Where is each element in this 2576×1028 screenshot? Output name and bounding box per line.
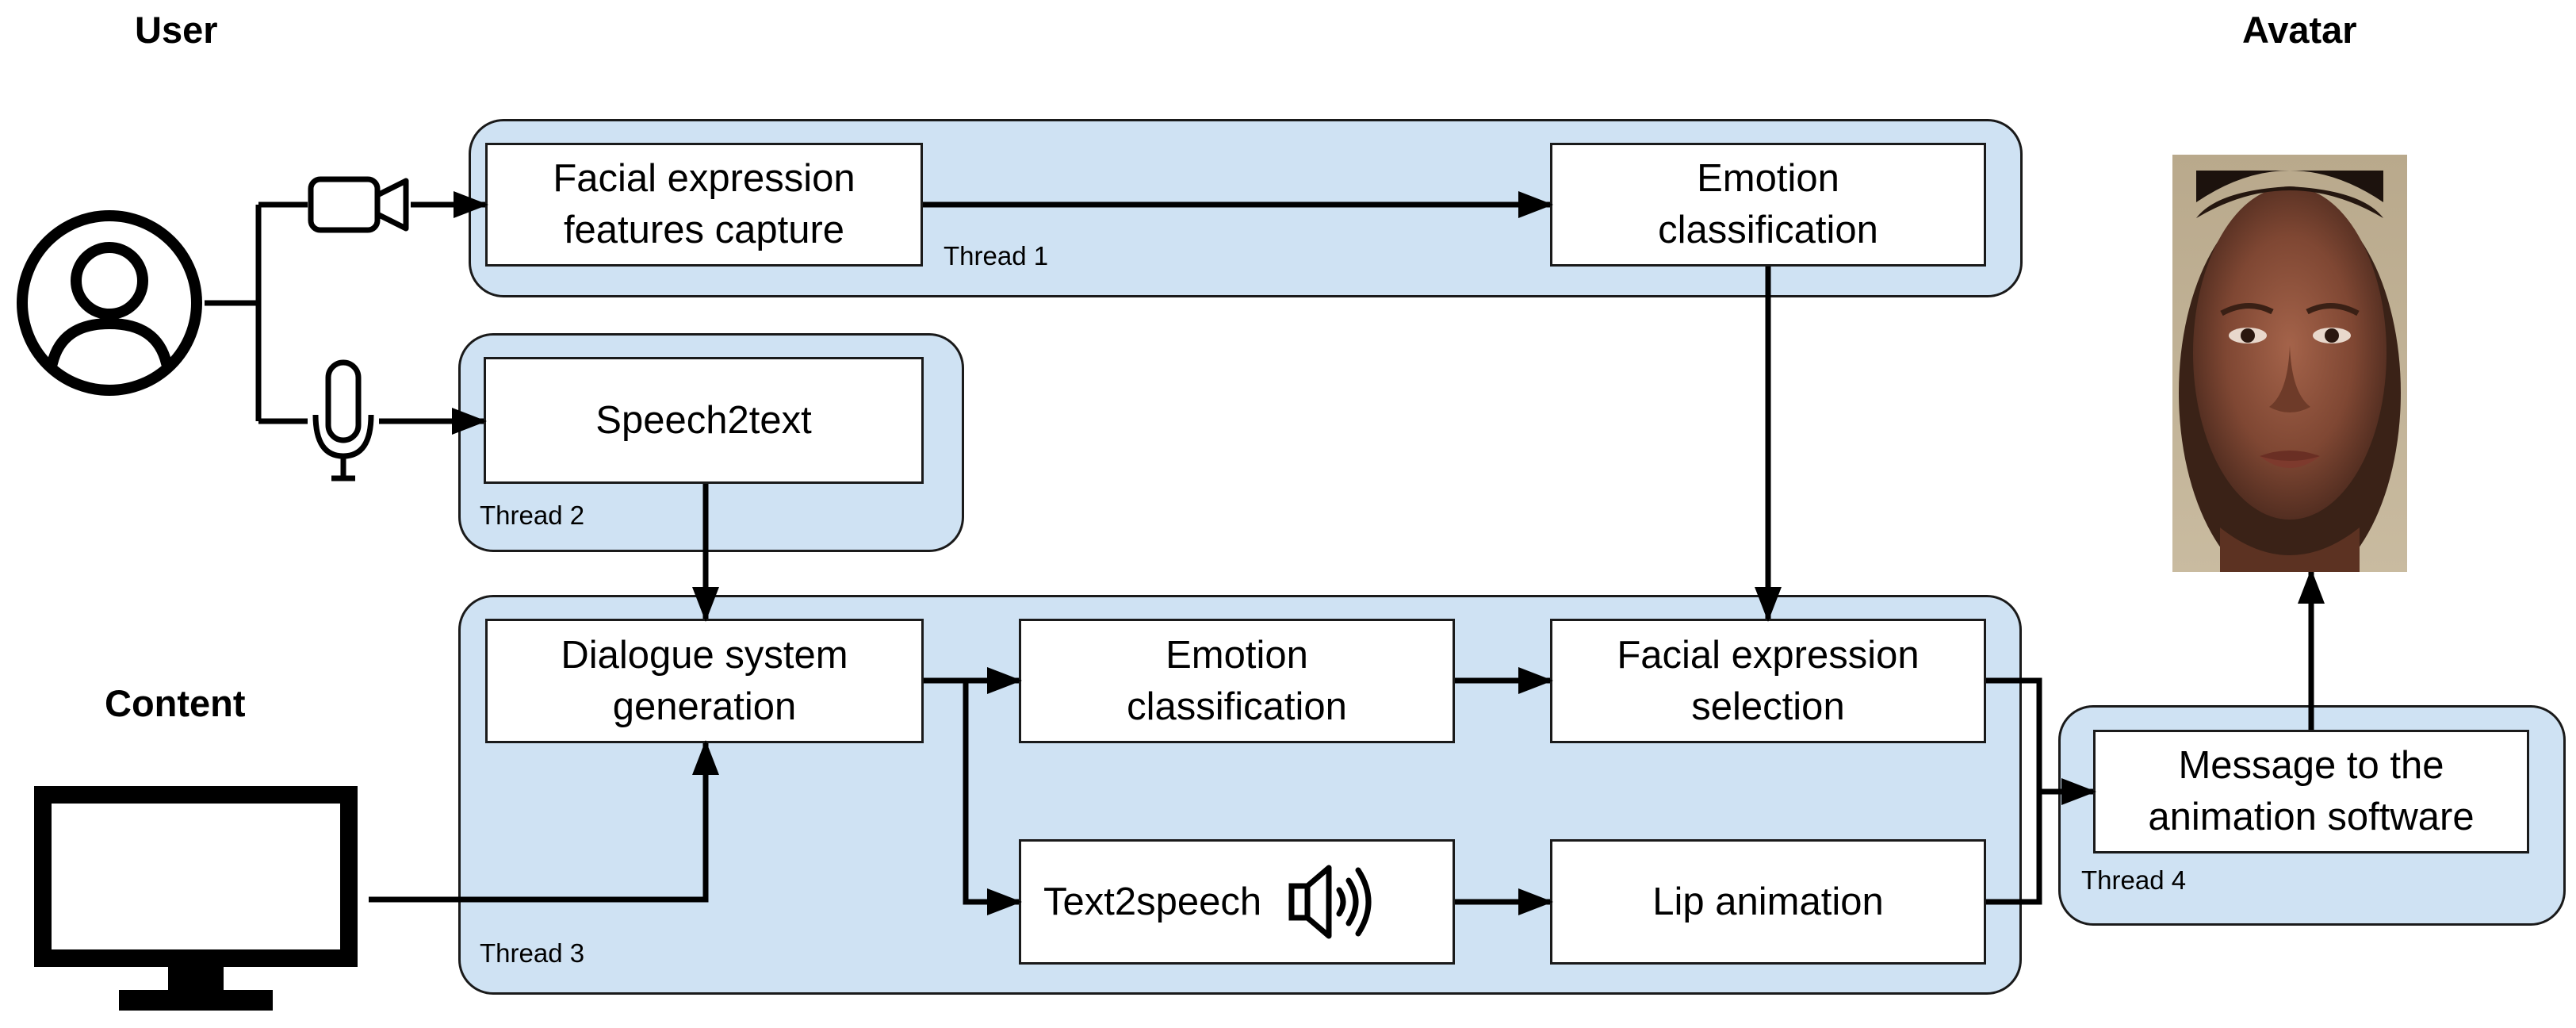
lip-animation-box: Lip animation bbox=[1550, 839, 1986, 965]
facial-expression-capture-label: Facial expression features capture bbox=[553, 157, 855, 251]
thread-2-label: Thread 2 bbox=[480, 501, 585, 530]
dialogue-system-generation-box: Dialogue system generation bbox=[485, 619, 924, 743]
text2speech-box: Text2speech bbox=[1019, 839, 1455, 965]
thread-1-label: Thread 1 bbox=[944, 241, 1049, 270]
message-to-animation-software-box: Message to the animation software bbox=[2093, 730, 2529, 853]
user-icon bbox=[17, 210, 202, 396]
dialogue-to-text2speech-arrow bbox=[963, 681, 1022, 915]
emotion-classification-top-label: Emotion classification bbox=[1658, 157, 1878, 251]
facial-expression-capture-box: Facial expression features capture bbox=[485, 143, 923, 267]
facial-selection-to-message-line bbox=[1986, 677, 2042, 905]
thread-3-label: Thread 3 bbox=[480, 938, 585, 968]
facial-expression-selection-label: Facial expression selection bbox=[1617, 633, 1920, 728]
monitor-to-dialogue-arrow bbox=[369, 740, 719, 903]
message-to-animation-software-label: Message to the animation software bbox=[2148, 744, 2475, 838]
text2speech-label: Text2speech bbox=[1043, 880, 1262, 923]
avatar-heading: Avatar bbox=[2242, 9, 2357, 51]
facial-expression-selection-box: Facial expression selection bbox=[1550, 619, 1986, 743]
emotion-classification-mid-box: Emotion classification bbox=[1019, 619, 1455, 743]
content-heading: Content bbox=[105, 682, 246, 724]
thread-4-label: Thread 4 bbox=[2081, 865, 2187, 895]
microphone-icon bbox=[312, 359, 374, 481]
user-heading: User bbox=[135, 9, 218, 51]
avatar-face-image bbox=[2172, 155, 2407, 572]
monitor-icon bbox=[34, 786, 358, 1011]
speech2text-label: Speech2text bbox=[595, 398, 812, 442]
lip-animation-label: Lip animation bbox=[1652, 880, 1884, 923]
speech2text-box: Speech2text bbox=[484, 357, 924, 484]
dialogue-system-generation-label: Dialogue system generation bbox=[561, 633, 848, 728]
emotion-classification-top-box: Emotion classification bbox=[1550, 143, 1986, 267]
emotion-classification-mid-label: Emotion classification bbox=[1127, 633, 1347, 728]
camera-icon bbox=[308, 176, 409, 233]
speaker-icon bbox=[1288, 865, 1372, 939]
